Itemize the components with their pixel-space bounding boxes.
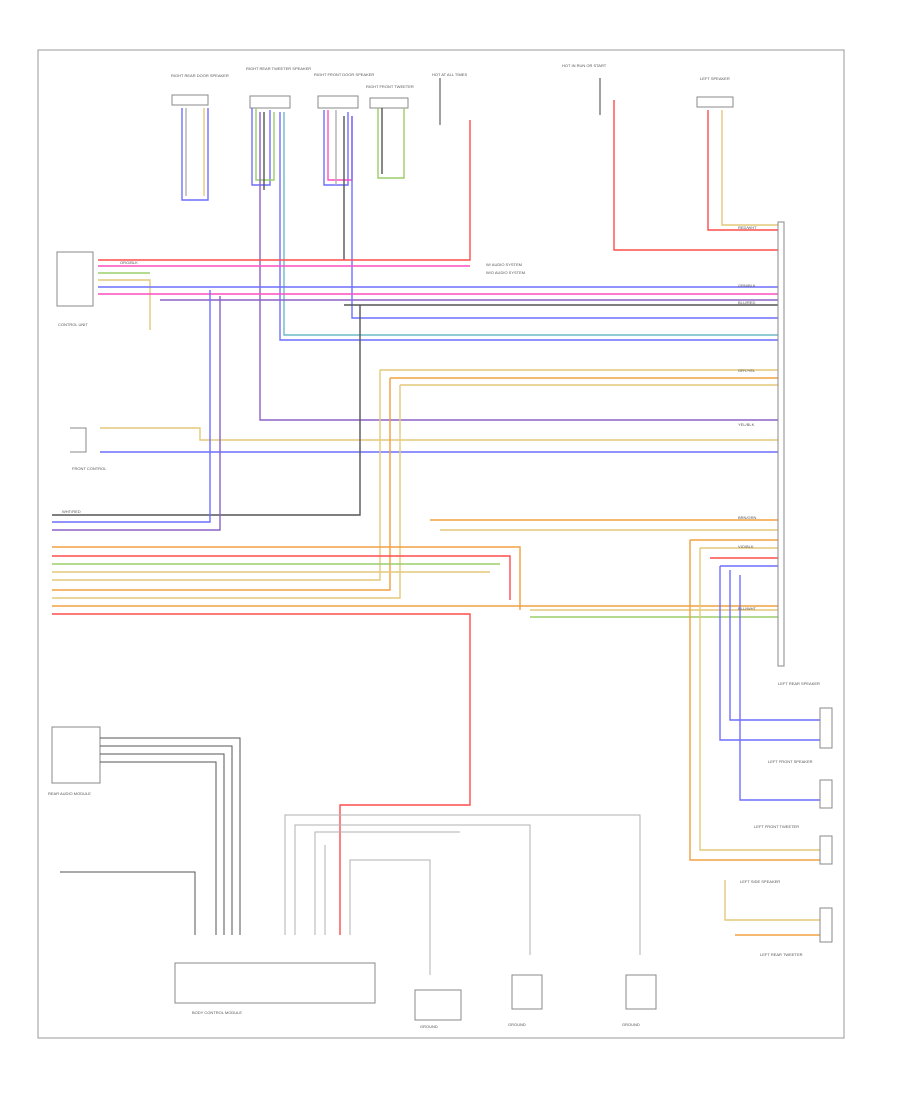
control-unit-box (56, 251, 94, 307)
left-speaker-top-label: LEFT SPEAKER (700, 76, 730, 81)
rear-module-wires (60, 737, 241, 935)
note-hot-in-run: HOT IN RUN OR START (562, 63, 607, 68)
left-side-speaker-label: LEFT SIDE SPEAKER (740, 879, 780, 884)
ground-label-1: GROUND (420, 1024, 438, 1029)
horizontal-bus-wires (52, 265, 780, 599)
right-rear-tweeter-box (249, 95, 291, 109)
wire-label-7: VIO/BLK (738, 544, 754, 549)
right-connector-strip (777, 221, 785, 667)
wire-label-4: GRY/YEL (738, 368, 756, 373)
bottom-module-label: BODY CONTROL MODULE (192, 1010, 242, 1015)
right-front-tweeter-label: RIGHT FRONT TWEETER (366, 84, 414, 89)
top-speaker-group: RIGHT REAR DOOR SPEAKER RIGHT REAR TWEET… (171, 66, 734, 109)
left-rear-speaker-box (819, 707, 833, 749)
right-rear-speaker-label: RIGHT REAR DOOR SPEAKER (171, 73, 229, 78)
ground-label-3: GROUND (622, 1022, 640, 1027)
wire-label-1: RED/WHT (738, 225, 757, 230)
note-hot-at-all-times: HOT AT ALL TIMES (432, 72, 467, 77)
right-front-tweeter-box (369, 97, 409, 109)
left-front-tweeter-box (819, 835, 833, 865)
right-rear-speaker-box (171, 94, 209, 106)
power-feed-wires (98, 78, 780, 261)
left-front-tweeter-label: LEFT FRONT TWEETER (754, 824, 799, 829)
front-control-label: FRONT CONTROL (72, 466, 107, 471)
left-rear-tweeter-label: LEFT REAR TWEETER (760, 952, 803, 957)
ground-box-3 (625, 974, 657, 1010)
left-speaker-top-box (696, 96, 734, 108)
bottom-module-box (174, 962, 376, 1004)
wire-label-6: BRN/GRN (738, 515, 757, 520)
left-rear-speaker-label: LEFT REAR SPEAKER (778, 681, 820, 686)
right-front-speaker-label: RIGHT FRONT DOOR SPEAKER (314, 72, 374, 77)
wire-label-8: BLU/WHT (738, 606, 757, 611)
left-front-speaker-box (819, 779, 833, 809)
wire-label-3: BLU/RED (738, 300, 755, 305)
ground-label-2: GROUND (508, 1022, 526, 1027)
wire-label-9: ORG/BLK (120, 260, 138, 265)
left-front-speaker-label: LEFT FRONT SPEAKER (768, 759, 813, 764)
ground-box-1 (414, 989, 462, 1021)
ref-without-audio: W/O AUDIO SYSTEM (486, 270, 525, 275)
left-side-speaker-box (819, 907, 833, 943)
wire-label-10: WHT/RED (62, 509, 81, 514)
ref-with-audio: W/ AUDIO SYSTEM (486, 262, 522, 267)
lower-bus-wires (52, 519, 820, 936)
right-rear-tweeter-label: RIGHT REAR TWEETER SPEAKER (246, 66, 311, 71)
diagram-frame (37, 49, 845, 1039)
speaker-drop-wires (181, 108, 780, 421)
wire-label-2: GRN/BLK (738, 283, 756, 288)
ground-box-2 (511, 974, 543, 1010)
ground-lines (284, 814, 641, 975)
control-unit-label: CONTROL UNIT (58, 322, 88, 327)
wire-label-column: RED/WHT GRN/BLK BLU/RED GRY/YEL YEL/BLK … (62, 225, 757, 611)
right-front-speaker-box (317, 95, 359, 109)
wire-label-5: YEL/BLK (738, 422, 755, 427)
rear-module-label: REAR AUDIO MODULE (48, 791, 91, 796)
right-side-speakers: LEFT REAR SPEAKER LEFT FRONT SPEAKER LEF… (740, 681, 833, 957)
rear-module-box (51, 726, 101, 784)
front-control-symbol (70, 427, 87, 453)
